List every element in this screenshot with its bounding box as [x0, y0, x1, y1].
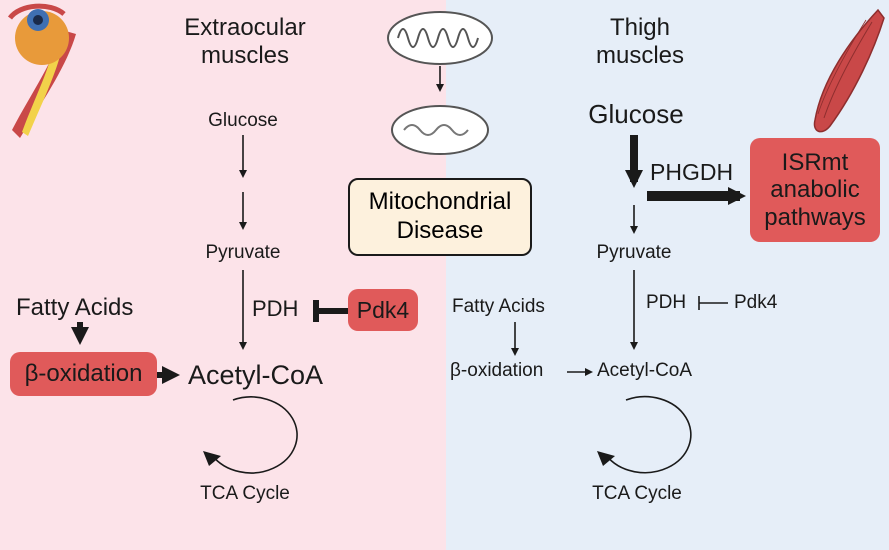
left-glucose-label: Glucose — [208, 110, 278, 131]
right-tca-cycle-label: TCA Cycle — [592, 483, 682, 504]
eye-muscle-icon — [7, 3, 76, 138]
left-pdh-label: PDH — [252, 296, 299, 321]
extraocular-panel — [0, 0, 446, 550]
left-pdk4-box: Pdk4 — [348, 289, 418, 331]
left-title: Extraocular muscles — [160, 14, 330, 69]
left-title-line2: muscles — [200, 41, 290, 69]
left-fatty-acids-label: Fatty Acids — [16, 294, 134, 321]
left-tca-cycle-label: TCA Cycle — [200, 483, 290, 504]
disease-line1: Mitochondrial — [368, 188, 512, 216]
right-pdk4-label: Pdk4 — [734, 292, 778, 313]
right-tca-cycle-arrow — [597, 395, 692, 474]
right-glucose-label: Glucose — [588, 99, 684, 129]
healthy-mitochondrion-icon — [387, 11, 493, 65]
right-beta-oxidation-label: β-oxidation — [450, 360, 544, 381]
right-title-line2: muscles — [595, 41, 685, 69]
right-acetyl-coa-label: Acetyl-CoA — [597, 360, 693, 381]
left-pyruvate-label: Pyruvate — [205, 242, 281, 263]
left-pdk4-label: Pdk4 — [356, 296, 410, 323]
right-pdk4-inhibition — [698, 296, 728, 310]
thigh-muscle-icon — [813, 8, 885, 133]
right-pdh-label: PDH — [646, 292, 687, 313]
left-beta-oxidation-label: β-oxidation — [24, 360, 143, 387]
right-phgdh-label: PHGDH — [650, 159, 734, 185]
isrmt-line3: pathways — [764, 203, 866, 231]
left-tca-cycle-arrow — [203, 396, 298, 474]
disease-line2: Disease — [396, 217, 484, 244]
right-title: Thigh muscles — [560, 14, 720, 69]
isrmt-pathways-box: ISRmt anabolic pathways — [750, 138, 880, 242]
right-title-line1: Thigh — [609, 14, 671, 41]
left-title-line1: Extraocular — [184, 14, 306, 41]
isrmt-line1: ISRmt — [781, 148, 849, 176]
left-pdk4-inhibition — [313, 300, 350, 322]
mitochondrial-disease-box: Mitochondrial Disease — [348, 178, 532, 256]
isrmt-line2: anabolic — [770, 176, 860, 204]
left-acetyl-coa-label: Acetyl-CoA — [188, 360, 324, 390]
right-pyruvate-label: Pyruvate — [596, 242, 672, 263]
left-beta-oxidation-box: β-oxidation — [10, 352, 157, 396]
damaged-mitochondrion-icon — [391, 105, 489, 155]
right-fatty-acids-label: Fatty Acids — [452, 296, 545, 317]
thigh-panel — [446, 0, 889, 550]
